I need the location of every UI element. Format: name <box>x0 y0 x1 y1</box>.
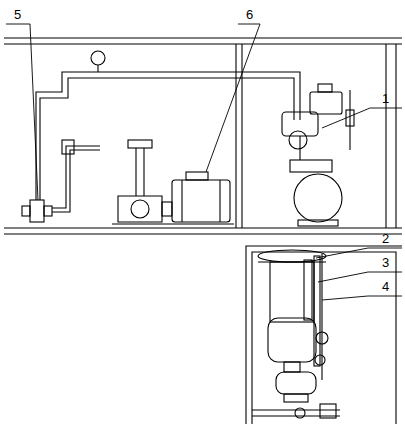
callout-number: 1 <box>382 92 389 105</box>
callout-number: 6 <box>246 8 253 21</box>
lower-housing <box>246 246 402 424</box>
callout-number: 3 <box>382 256 389 269</box>
valve-and-piping <box>22 51 300 222</box>
right-unit <box>282 84 354 226</box>
leader-lines <box>6 24 402 300</box>
callout-number: 2 <box>382 232 389 245</box>
callout-number: 5 <box>14 8 21 21</box>
upper-housing <box>4 38 402 234</box>
pump-motor-unit <box>112 140 234 224</box>
callout-number: 4 <box>382 280 389 293</box>
